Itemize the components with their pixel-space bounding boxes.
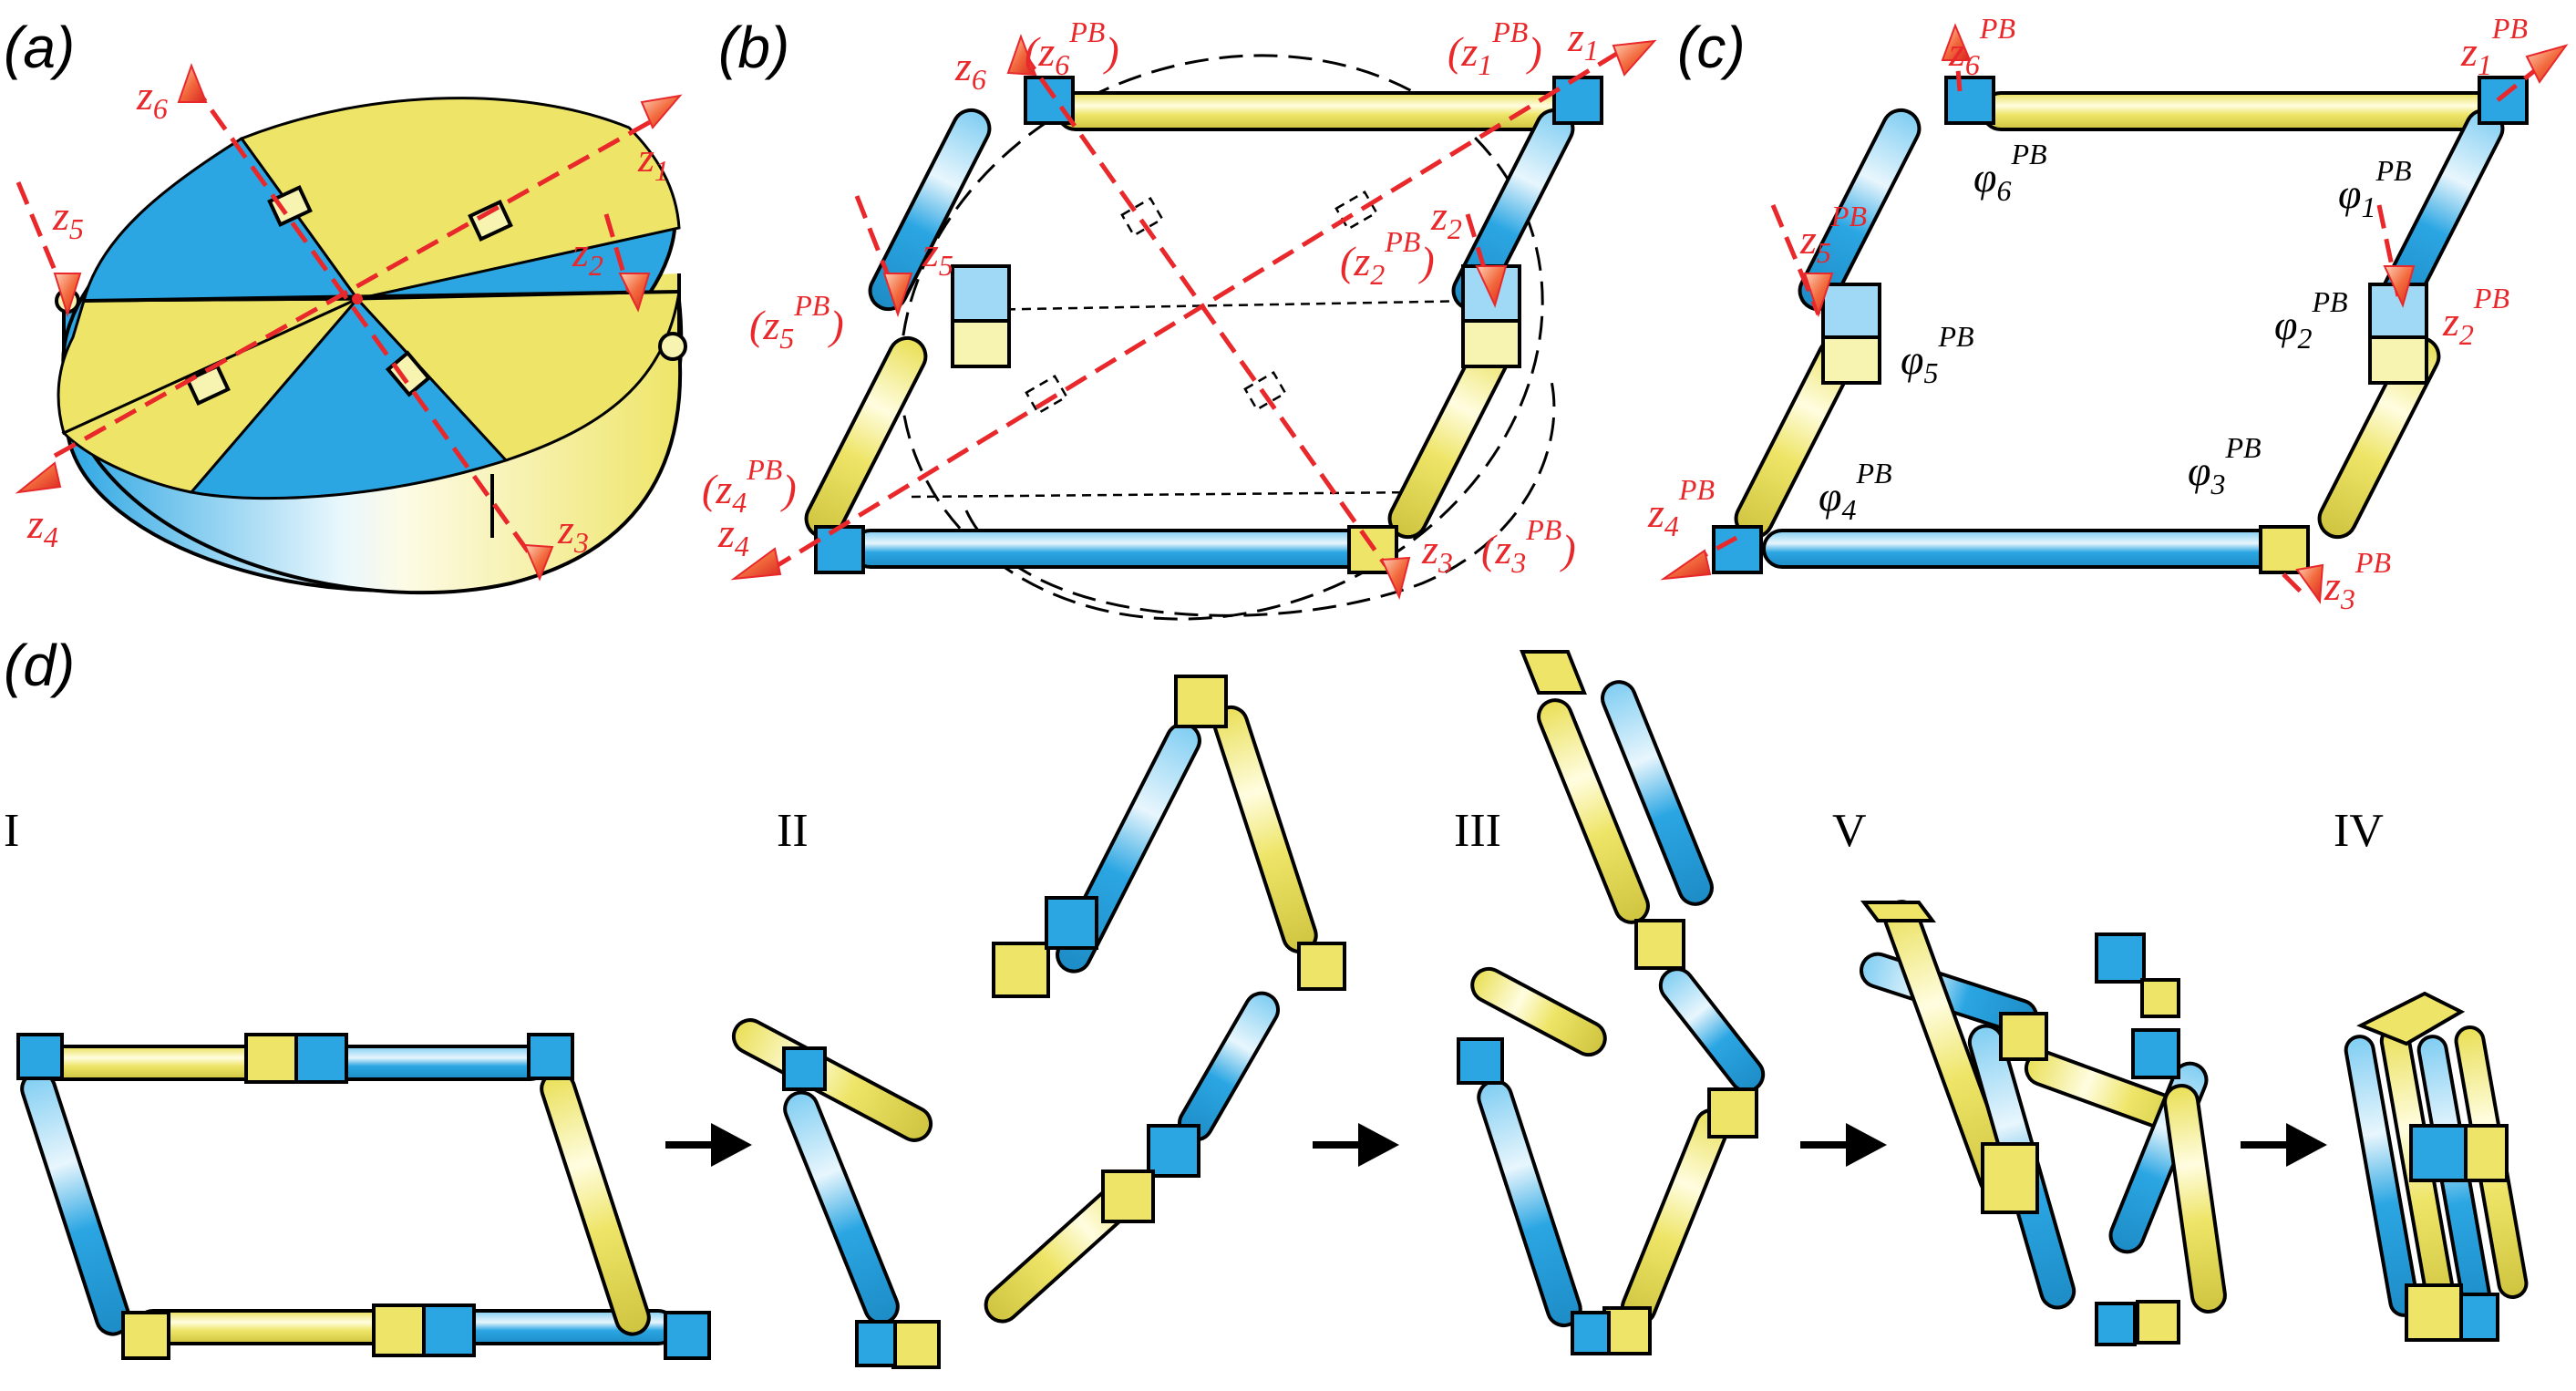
panel-b-axis-labels: z6 (z6PB) (z1PB) z1 z5 z2 (z2PB) (z5PB) … xyxy=(702,14,1599,579)
bar-c-left-upper xyxy=(1798,108,1922,312)
stage-label-4: V xyxy=(1832,805,1867,857)
svg-text:z4: z4 xyxy=(26,500,58,553)
stage-label-2: II xyxy=(777,805,809,857)
panel-a-axis-labels: z6 z1 z5 z2 z4 z3 xyxy=(26,72,669,559)
joint-cube xyxy=(1712,76,2529,574)
svg-text:z4PB: z4PB xyxy=(1647,473,1715,542)
svg-text:z5: z5 xyxy=(922,229,953,282)
svg-text:z6: z6 xyxy=(954,43,986,96)
panel-a-label: (a) xyxy=(4,15,75,80)
disc-joint xyxy=(55,185,687,406)
panel-b-linkage xyxy=(730,34,1657,621)
svg-text:φ3PB: φ3PB xyxy=(2188,431,2262,500)
stage-2-linkage xyxy=(731,675,1346,1369)
svg-text:(z5PB): (z5PB) xyxy=(749,289,844,355)
svg-text:z6: z6 xyxy=(136,72,168,125)
svg-text:z2: z2 xyxy=(572,229,603,282)
stage-4-linkage xyxy=(2344,991,2529,1342)
svg-text:(z3PB): (z3PB) xyxy=(1481,513,1576,579)
svg-text:z3: z3 xyxy=(557,506,589,559)
svg-text:z1PB: z1PB xyxy=(2460,12,2528,81)
transition-arrow xyxy=(665,1123,752,1167)
stage-1-linkage xyxy=(16,1033,711,1360)
bar-c-bottom xyxy=(1762,529,2294,569)
stage-5-linkage xyxy=(1860,900,2227,1346)
svg-text:(z2PB): (z2PB) xyxy=(1340,225,1435,291)
transition-arrow xyxy=(2241,1123,2327,1167)
svg-text:z2PB: z2PB xyxy=(2442,282,2509,351)
panel-b-label: (b) xyxy=(718,15,789,80)
stage-label-5: IV xyxy=(2334,805,2384,857)
bar-b-bottom xyxy=(850,529,1383,569)
transition-arrow xyxy=(1800,1123,1887,1167)
panel-c-linkage xyxy=(1660,23,2569,604)
svg-text:z2: z2 xyxy=(1430,192,1462,245)
panel-a-disc xyxy=(15,63,687,595)
stage-3-linkage xyxy=(1457,650,1766,1355)
svg-text:φ1PB: φ1PB xyxy=(2338,154,2412,223)
svg-text:z5PB: z5PB xyxy=(1799,200,1867,269)
svg-text:z3PB: z3PB xyxy=(2324,546,2391,615)
panel-c-label: (c) xyxy=(1677,15,1746,80)
svg-text:z3: z3 xyxy=(1421,526,1453,579)
svg-text:(z1PB): (z1PB) xyxy=(1448,15,1542,81)
svg-text:φ4PB: φ4PB xyxy=(1819,457,1892,526)
svg-text:z1: z1 xyxy=(1567,14,1599,67)
panel-c-axis-labels: z6PB z1PB z5PB z2PB z4PB z3PB φ6PB φ1PB … xyxy=(1647,12,2528,615)
svg-text:φ2PB: φ2PB xyxy=(2274,285,2348,355)
bar-c-top xyxy=(1981,91,2504,131)
transition-arrow xyxy=(1313,1123,1399,1167)
stage-label-1: I xyxy=(4,805,19,857)
svg-text:(z4PB): (z4PB) xyxy=(702,453,797,519)
svg-text:(z6PB): (z6PB) xyxy=(1025,15,1119,81)
svg-text:z5: z5 xyxy=(52,192,84,245)
svg-text:z4: z4 xyxy=(717,510,749,562)
panel-d-label: (d) xyxy=(4,633,75,698)
bar-c-right-lower xyxy=(2317,335,2441,540)
svg-text:z1: z1 xyxy=(637,134,669,187)
stage-label-3: III xyxy=(1454,805,1501,857)
joint-cube xyxy=(814,76,1603,574)
bar-b-left-upper xyxy=(868,108,992,312)
svg-text:φ5PB: φ5PB xyxy=(1901,320,1974,389)
svg-text:φ6PB: φ6PB xyxy=(1973,138,2047,207)
svg-text:z6PB: z6PB xyxy=(1948,12,2015,81)
